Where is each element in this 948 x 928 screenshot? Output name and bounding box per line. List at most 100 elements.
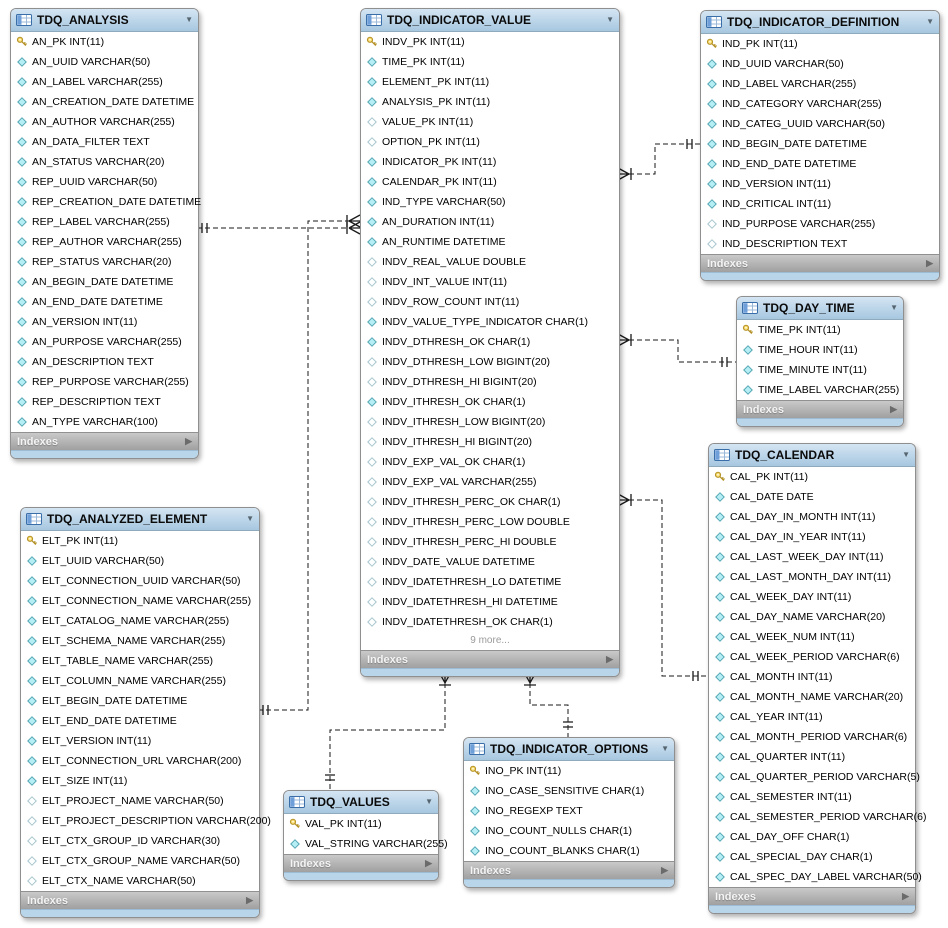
indexes-section[interactable]: Indexes▶ [284, 854, 438, 872]
column-row[interactable]: ANALYSIS_PK INT(11) [361, 92, 619, 112]
column-row[interactable]: ELT_CONNECTION_URL VARCHAR(200) [21, 751, 259, 771]
relationship-element_value[interactable] [258, 214, 361, 715]
column-row[interactable]: AN_STATUS VARCHAR(20) [11, 152, 198, 172]
column-row[interactable]: CAL_LAST_MONTH_DAY INT(11) [709, 567, 915, 587]
expand-arrow-icon[interactable]: ▶ [246, 895, 253, 905]
column-row[interactable]: TIME_LABEL VARCHAR(255) [737, 380, 903, 400]
column-row[interactable]: INDV_INT_VALUE INT(11) [361, 272, 619, 292]
table-day_time[interactable]: TDQ_DAY_TIME▼TIME_PK INT(11)TIME_HOUR IN… [736, 296, 904, 427]
column-row[interactable]: CAL_SPECIAL_DAY CHAR(1) [709, 847, 915, 867]
column-row[interactable]: CAL_WEEK_PERIOD VARCHAR(6) [709, 647, 915, 667]
indexes-section[interactable]: Indexes▶ [361, 650, 619, 668]
collapse-arrow-icon[interactable]: ▼ [606, 15, 614, 24]
column-row[interactable]: CAL_SEMESTER INT(11) [709, 787, 915, 807]
relationship-analysis_value[interactable] [197, 221, 361, 235]
column-row[interactable]: IND_CATEG_UUID VARCHAR(50) [701, 114, 939, 134]
column-row[interactable]: CAL_MONTH_NAME VARCHAR(20) [709, 687, 915, 707]
column-row[interactable]: ELT_SIZE INT(11) [21, 771, 259, 791]
collapse-arrow-icon[interactable]: ▼ [185, 15, 193, 24]
column-row[interactable]: IND_UUID VARCHAR(50) [701, 54, 939, 74]
column-row[interactable]: AN_CREATION_DATE DATETIME [11, 92, 198, 112]
expand-arrow-icon[interactable]: ▶ [606, 654, 613, 664]
collapse-arrow-icon[interactable]: ▼ [661, 744, 669, 753]
column-row[interactable]: IND_PURPOSE VARCHAR(255) [701, 214, 939, 234]
indexes-section[interactable]: Indexes▶ [11, 432, 198, 450]
column-row[interactable]: AN_DATA_FILTER TEXT [11, 132, 198, 152]
column-row[interactable]: ELT_COLUMN_NAME VARCHAR(255) [21, 671, 259, 691]
column-row[interactable]: CAL_MONTH INT(11) [709, 667, 915, 687]
column-row[interactable]: ELT_END_DATE DATETIME [21, 711, 259, 731]
column-row[interactable]: INDV_EXP_VAL VARCHAR(255) [361, 472, 619, 492]
column-row[interactable]: AN_VERSION INT(11) [11, 312, 198, 332]
column-row[interactable]: INDICATOR_PK INT(11) [361, 152, 619, 172]
column-row[interactable]: ELT_SCHEMA_NAME VARCHAR(255) [21, 631, 259, 651]
column-row[interactable]: INDV_REAL_VALUE DOUBLE [361, 252, 619, 272]
column-row[interactable]: AN_BEGIN_DATE DATETIME [11, 272, 198, 292]
table-analyzed_element[interactable]: TDQ_ANALYZED_ELEMENT▼ELT_PK INT(11)ELT_U… [20, 507, 271, 918]
column-row[interactable]: AN_DESCRIPTION TEXT [11, 352, 198, 372]
column-row[interactable]: ELT_CONNECTION_UUID VARCHAR(50) [21, 571, 259, 591]
column-row[interactable]: ELT_CTX_GROUP_ID VARCHAR(30) [21, 831, 259, 851]
column-row[interactable]: INDV_PK INT(11) [361, 32, 619, 52]
column-row[interactable]: ELT_CTX_NAME VARCHAR(50) [21, 871, 259, 891]
table-calendar[interactable]: TDQ_CALENDAR▼CAL_PK INT(11)CAL_DATE DATE… [708, 443, 926, 914]
more-columns-row[interactable]: 9 more... [470, 635, 510, 646]
column-row[interactable]: REP_PURPOSE VARCHAR(255) [11, 372, 198, 392]
column-row[interactable]: INDV_EXP_VAL_OK CHAR(1) [361, 452, 619, 472]
column-row[interactable]: INDV_ITHRESH_PERC_HI DOUBLE [361, 532, 619, 552]
column-row[interactable]: IND_PK INT(11) [701, 34, 939, 54]
column-row[interactable]: REP_CREATION_DATE DATETIME [11, 192, 201, 212]
column-row[interactable]: CAL_LAST_WEEK_DAY INT(11) [709, 547, 915, 567]
table-header[interactable]: TDQ_CALENDAR▼ [709, 444, 915, 467]
table-indicator_value[interactable]: TDQ_INDICATOR_VALUE▼INDV_PK INT(11)TIME_… [360, 8, 620, 677]
column-row[interactable]: CAL_YEAR INT(11) [709, 707, 915, 727]
column-row[interactable]: OPTION_PK INT(11) [361, 132, 619, 152]
relationship-daytime_value[interactable] [617, 333, 736, 367]
column-row[interactable]: INDV_IDATETHRESH_HI DATETIME [361, 592, 619, 612]
collapse-arrow-icon[interactable]: ▼ [425, 797, 433, 806]
column-row[interactable]: TIME_PK INT(11) [737, 320, 903, 340]
column-row[interactable]: INDV_ITHRESH_LOW BIGINT(20) [361, 412, 619, 432]
table-header[interactable]: TDQ_INDICATOR_OPTIONS▼ [464, 738, 674, 761]
column-row[interactable]: INO_COUNT_NULLS CHAR(1) [464, 821, 674, 841]
column-row[interactable]: INDV_DTHRESH_HI BIGINT(20) [361, 372, 619, 392]
table-header[interactable]: TDQ_VALUES▼ [284, 791, 438, 814]
column-row[interactable]: REP_DESCRIPTION TEXT [11, 392, 198, 412]
column-row[interactable]: CAL_WEEK_NUM INT(11) [709, 627, 915, 647]
column-row[interactable]: IND_VERSION INT(11) [701, 174, 939, 194]
column-row[interactable]: CALENDAR_PK INT(11) [361, 172, 619, 192]
relationship-calendar_value[interactable] [617, 493, 708, 681]
table-indicator_definition[interactable]: TDQ_INDICATOR_DEFINITION▼IND_PK INT(11)I… [700, 10, 940, 281]
column-row[interactable]: CAL_DAY_IN_MONTH INT(11) [709, 507, 915, 527]
column-row[interactable]: ELT_BEGIN_DATE DATETIME [21, 691, 259, 711]
column-row[interactable]: CAL_DAY_IN_YEAR INT(11) [709, 527, 915, 547]
column-row[interactable]: INDV_ROW_COUNT INT(11) [361, 292, 619, 312]
column-row[interactable]: CAL_QUARTER_PERIOD VARCHAR(5) [709, 767, 920, 787]
column-row[interactable]: ELT_UUID VARCHAR(50) [21, 551, 259, 571]
relationship-options_value[interactable] [523, 671, 573, 737]
table-analysis[interactable]: TDQ_ANALYSIS▼AN_PK INT(11)AN_UUID VARCHA… [10, 8, 201, 459]
column-row[interactable]: IND_END_DATE DATETIME [701, 154, 939, 174]
expand-arrow-icon[interactable]: ▶ [185, 436, 192, 446]
column-row[interactable]: CAL_SPEC_DAY_LABEL VARCHAR(50) [709, 867, 922, 887]
expand-arrow-icon[interactable]: ▶ [661, 865, 668, 875]
column-row[interactable]: CAL_MONTH_PERIOD VARCHAR(6) [709, 727, 915, 747]
column-row[interactable]: ELT_CTX_GROUP_NAME VARCHAR(50) [21, 851, 259, 871]
column-row[interactable]: ELT_VERSION INT(11) [21, 731, 259, 751]
column-row[interactable]: CAL_WEEK_DAY INT(11) [709, 587, 915, 607]
column-row[interactable]: CAL_DAY_NAME VARCHAR(20) [709, 607, 915, 627]
column-row[interactable]: INDV_DTHRESH_LOW BIGINT(20) [361, 352, 619, 372]
collapse-arrow-icon[interactable]: ▼ [890, 303, 898, 312]
column-row[interactable]: AN_DURATION INT(11) [361, 212, 619, 232]
column-row[interactable]: CAL_QUARTER INT(11) [709, 747, 915, 767]
column-row[interactable]: AN_PURPOSE VARCHAR(255) [11, 332, 198, 352]
column-row[interactable]: ELT_PK INT(11) [21, 531, 259, 551]
column-row[interactable]: IND_DESCRIPTION TEXT [701, 234, 939, 254]
column-row[interactable]: INDV_ITHRESH_HI BIGINT(20) [361, 432, 619, 452]
column-row[interactable]: INDV_ITHRESH_PERC_OK CHAR(1) [361, 492, 619, 512]
column-row[interactable]: AN_END_DATE DATETIME [11, 292, 198, 312]
column-row[interactable]: AN_UUID VARCHAR(50) [11, 52, 198, 72]
column-row[interactable]: CAL_SEMESTER_PERIOD VARCHAR(6) [709, 807, 926, 827]
column-row[interactable]: INO_CASE_SENSITIVE CHAR(1) [464, 781, 674, 801]
column-row[interactable]: INDV_VALUE_TYPE_INDICATOR CHAR(1) [361, 312, 619, 332]
